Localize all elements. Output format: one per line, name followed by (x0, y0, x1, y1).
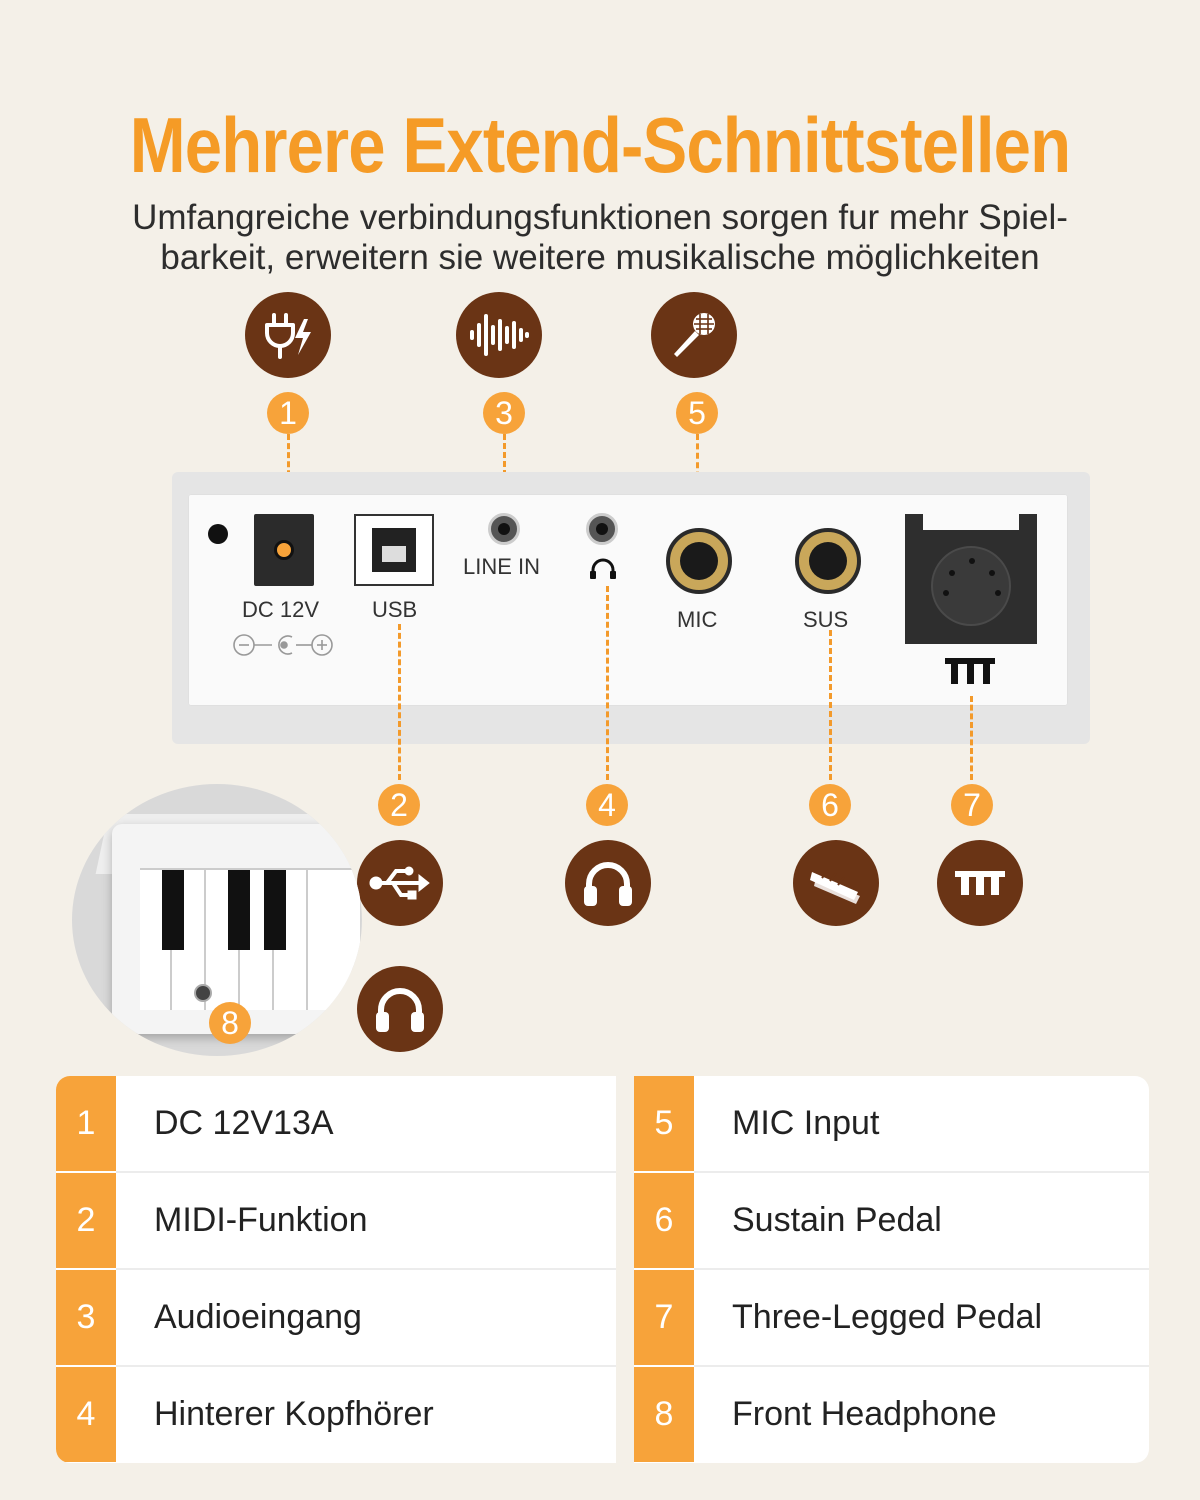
leader-line-7 (970, 696, 973, 780)
row-label: DC 12V13A (154, 1104, 334, 1142)
panel-label-sus: SUS (803, 607, 849, 632)
row-divider (116, 1171, 616, 1173)
callout-number-7: 7 (951, 784, 993, 826)
page-title: Mehrere Extend-Schnittstellen (129, 101, 1071, 189)
indicator-hole (208, 524, 228, 544)
row-number: 4 (56, 1367, 116, 1462)
pedal-din-port (905, 514, 1037, 644)
panel-label-usb: USB (372, 597, 418, 622)
row-label: MIDI-Funktion (154, 1201, 368, 1239)
front-headphones-icon (357, 966, 443, 1052)
subtitle-line-1: Umfangreiche verbindungsfunktionen sorge… (132, 198, 1068, 237)
row-number: 6 (634, 1173, 694, 1268)
callout-number-8: 8 (209, 1002, 251, 1044)
row-number: 8 (634, 1367, 694, 1462)
row-divider (694, 1268, 1149, 1270)
usb-port (354, 514, 434, 586)
dc-power-jack (254, 514, 314, 586)
row-divider (116, 1365, 616, 1367)
row-label: Front Headphone (732, 1395, 997, 1433)
three-pedal-icon (937, 840, 1023, 926)
table-row: 1 DC 12V13A (56, 1076, 616, 1171)
table-row: 8 Front Headphone (634, 1367, 1149, 1462)
sustain-pedal-icon (793, 840, 879, 926)
callout-number-6: 6 (809, 784, 851, 826)
row-divider (694, 1365, 1149, 1367)
power-plug-icon (245, 292, 331, 378)
row-number: 7 (634, 1270, 694, 1365)
usb-icon (357, 840, 443, 926)
row-label: MIC Input (732, 1104, 880, 1142)
leader-line-6 (829, 630, 832, 780)
line-in-jack (488, 513, 520, 545)
mic-jack (666, 528, 732, 594)
rear-headphone-jack (586, 513, 618, 545)
subtitle-line-2: barkeit, erweitern sie weitere musikalis… (160, 238, 1040, 277)
panel-label-mic: MIC (677, 607, 718, 632)
table-row: 3 Audioeingang (56, 1270, 616, 1365)
headphone-symbol-icon (589, 556, 617, 585)
row-label: Audioeingang (154, 1298, 362, 1336)
leader-line-4 (606, 586, 609, 780)
three-pedal-symbol-icon (943, 656, 997, 691)
panel-label-dc: DC 12V (242, 597, 320, 622)
row-label: Sustain Pedal (732, 1201, 942, 1239)
headphones-icon (565, 840, 651, 926)
page-subtitle: Umfangreiche verbindungsfunktionen sorge… (60, 198, 1140, 278)
table-row: 7 Three-Legged Pedal (634, 1270, 1149, 1365)
row-divider (694, 1171, 1149, 1173)
row-number: 1 (56, 1076, 116, 1171)
sustain-jack (795, 528, 861, 594)
panel-label-line-in: LINE IN (463, 554, 541, 579)
audio-wave-icon (456, 292, 542, 378)
table-row: 5 MIC Input (634, 1076, 1149, 1171)
row-number: 5 (634, 1076, 694, 1171)
leader-line-2 (398, 624, 401, 780)
row-number: 3 (56, 1270, 116, 1365)
callout-number-1: 1 (267, 392, 309, 434)
table-row: 2 MIDI-Funktion (56, 1173, 616, 1268)
table-row: 6 Sustain Pedal (634, 1173, 1149, 1268)
row-label: Hinterer Kopfhörer (154, 1395, 434, 1433)
microphone-icon (651, 292, 737, 378)
callout-number-2: 2 (378, 784, 420, 826)
polarity-symbol (232, 632, 336, 663)
spec-table: 1 DC 12V13A 2 MIDI-Funktion 3 Audioeinga… (56, 1076, 1149, 1463)
table-row: 4 Hinterer Kopfhörer (56, 1367, 616, 1462)
callout-number-5: 5 (676, 392, 718, 434)
row-divider (116, 1268, 616, 1270)
callout-number-3: 3 (483, 392, 525, 434)
row-number: 2 (56, 1173, 116, 1268)
column-gap (616, 1076, 634, 1463)
row-label: Three-Legged Pedal (732, 1298, 1043, 1336)
callout-number-4: 4 (586, 784, 628, 826)
